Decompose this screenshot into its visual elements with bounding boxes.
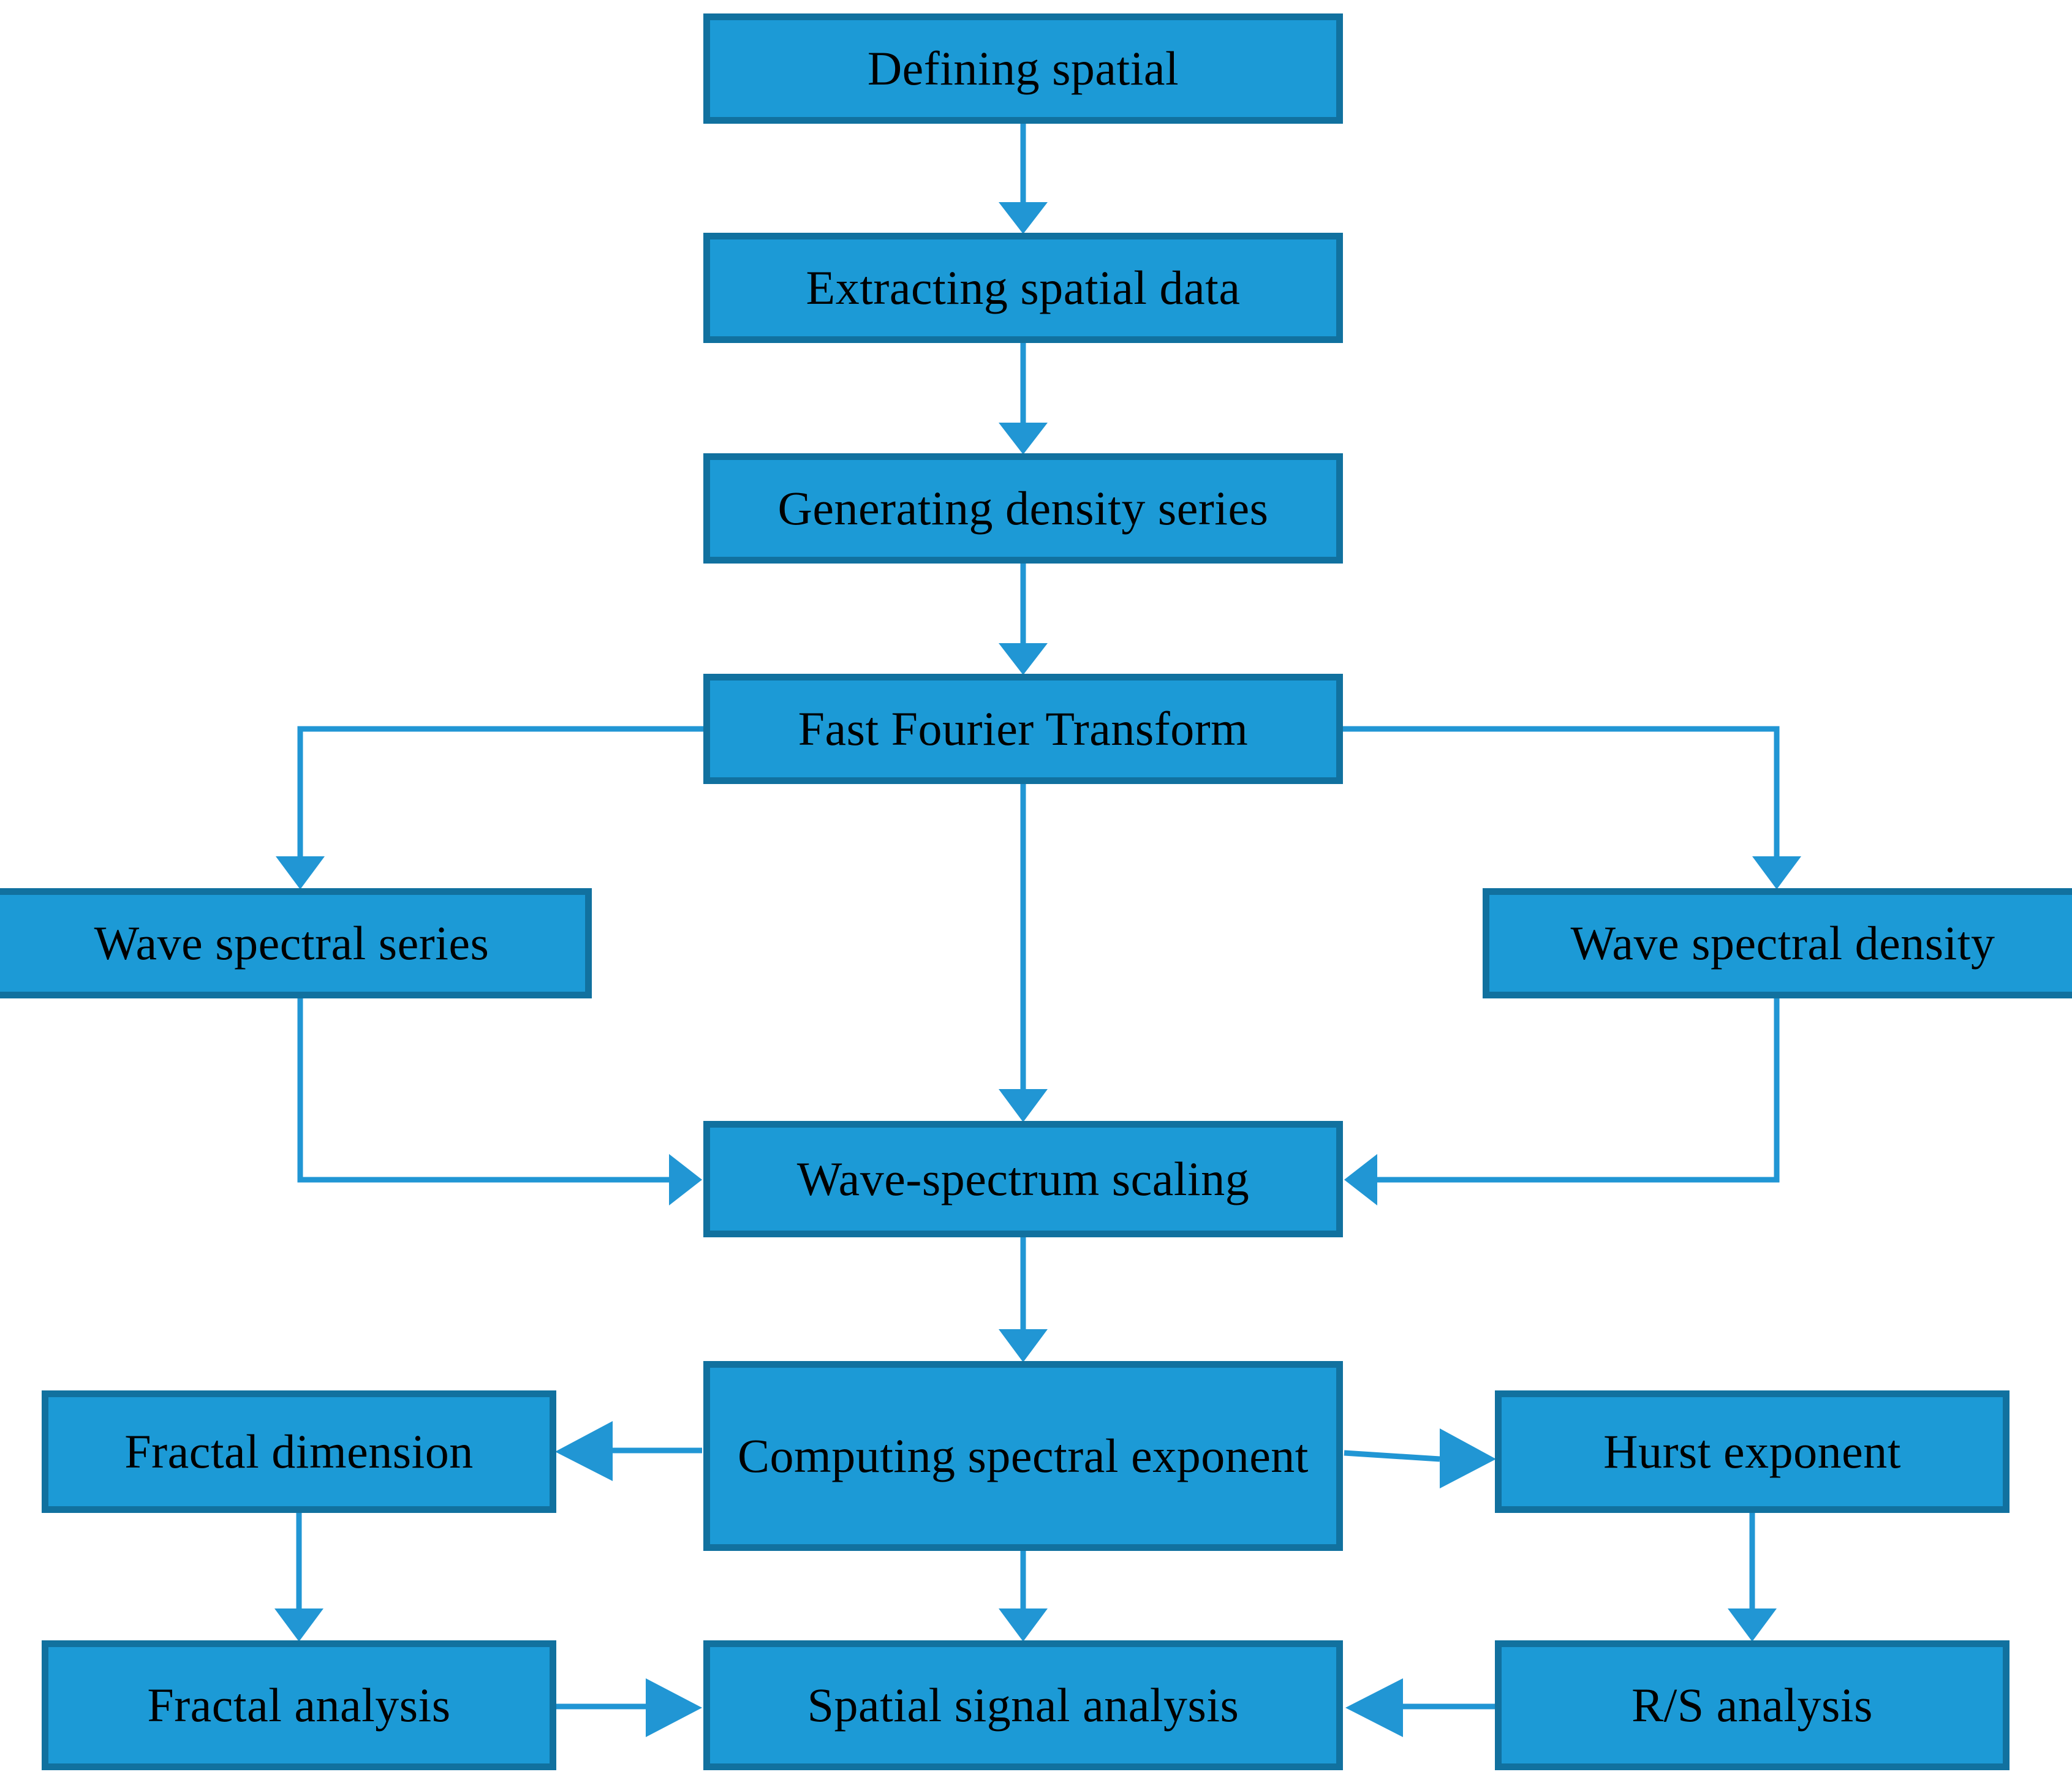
node-extracting-spatial-data[interactable]: Extracting spatial data bbox=[703, 233, 1343, 343]
edge-computing-to-hurst bbox=[1344, 1428, 1496, 1488]
edge-extracting-to-generating bbox=[999, 343, 1048, 454]
node-label: Spatial signal analysis bbox=[807, 1678, 1239, 1732]
edge-wave-series-to-scaling bbox=[297, 998, 702, 1205]
edge-fft-to-scaling bbox=[999, 784, 1048, 1122]
node-wave-spectral-series[interactable]: Wave spectral series bbox=[0, 888, 592, 998]
node-generating-density-series[interactable]: Generating density series bbox=[703, 453, 1343, 564]
node-label: Wave spectral series bbox=[94, 916, 490, 970]
edge-fft-to-wave-series bbox=[276, 726, 703, 889]
node-label: Extracting spatial data bbox=[806, 260, 1241, 314]
node-spatial-signal-analysis[interactable]: Spatial signal analysis bbox=[703, 1640, 1343, 1770]
edge-hurst-to-rs bbox=[1728, 1513, 1777, 1642]
edge-computing-to-spatial-signal bbox=[999, 1551, 1048, 1642]
node-fractal-dimension[interactable]: Fractal dimension bbox=[42, 1390, 556, 1513]
edge-scaling-to-computing bbox=[999, 1237, 1048, 1362]
edge-fractal-analysis-to-spatial bbox=[556, 1678, 702, 1737]
node-defining-spatial[interactable]: Defining spatial bbox=[703, 13, 1343, 124]
node-wave-spectrum-scaling[interactable]: Wave-spectrum scaling bbox=[703, 1121, 1343, 1237]
node-computing-spectral-exponent[interactable]: Computing spectral exponent bbox=[703, 1361, 1343, 1551]
edge-generating-to-fft bbox=[999, 564, 1048, 675]
node-fractal-analysis[interactable]: Fractal analysis bbox=[42, 1640, 556, 1770]
edge-fft-to-wave-density bbox=[1343, 726, 1801, 889]
node-label: Fractal analysis bbox=[147, 1678, 451, 1732]
node-fast-fourier-transform[interactable]: Fast Fourier Transform bbox=[703, 674, 1343, 784]
edge-wave-density-to-scaling bbox=[1344, 998, 1780, 1205]
edge-rs-to-spatial bbox=[1345, 1678, 1495, 1737]
node-label: Hurst exponent bbox=[1603, 1424, 1901, 1478]
node-rs-analysis[interactable]: R/S analysis bbox=[1495, 1640, 2010, 1770]
node-label: Fractal dimension bbox=[124, 1424, 474, 1478]
node-label: Computing spectral exponent bbox=[738, 1428, 1309, 1482]
node-label: Fast Fourier Transform bbox=[798, 701, 1249, 755]
edge-fractal-dim-to-fractal-analysis bbox=[274, 1513, 323, 1642]
node-label: Generating density series bbox=[777, 481, 1269, 535]
node-label: Defining spatial bbox=[867, 41, 1179, 95]
node-label: R/S analysis bbox=[1632, 1678, 1873, 1732]
node-wave-spectral-density[interactable]: Wave spectral density bbox=[1483, 888, 2072, 998]
node-label: Wave-spectrum scaling bbox=[796, 1152, 1250, 1205]
edge-defining-to-extracting bbox=[999, 124, 1048, 234]
edge-computing-to-fractal-dim bbox=[555, 1421, 702, 1481]
node-hurst-exponent[interactable]: Hurst exponent bbox=[1495, 1390, 2010, 1513]
node-label: Wave spectral density bbox=[1570, 916, 1995, 970]
